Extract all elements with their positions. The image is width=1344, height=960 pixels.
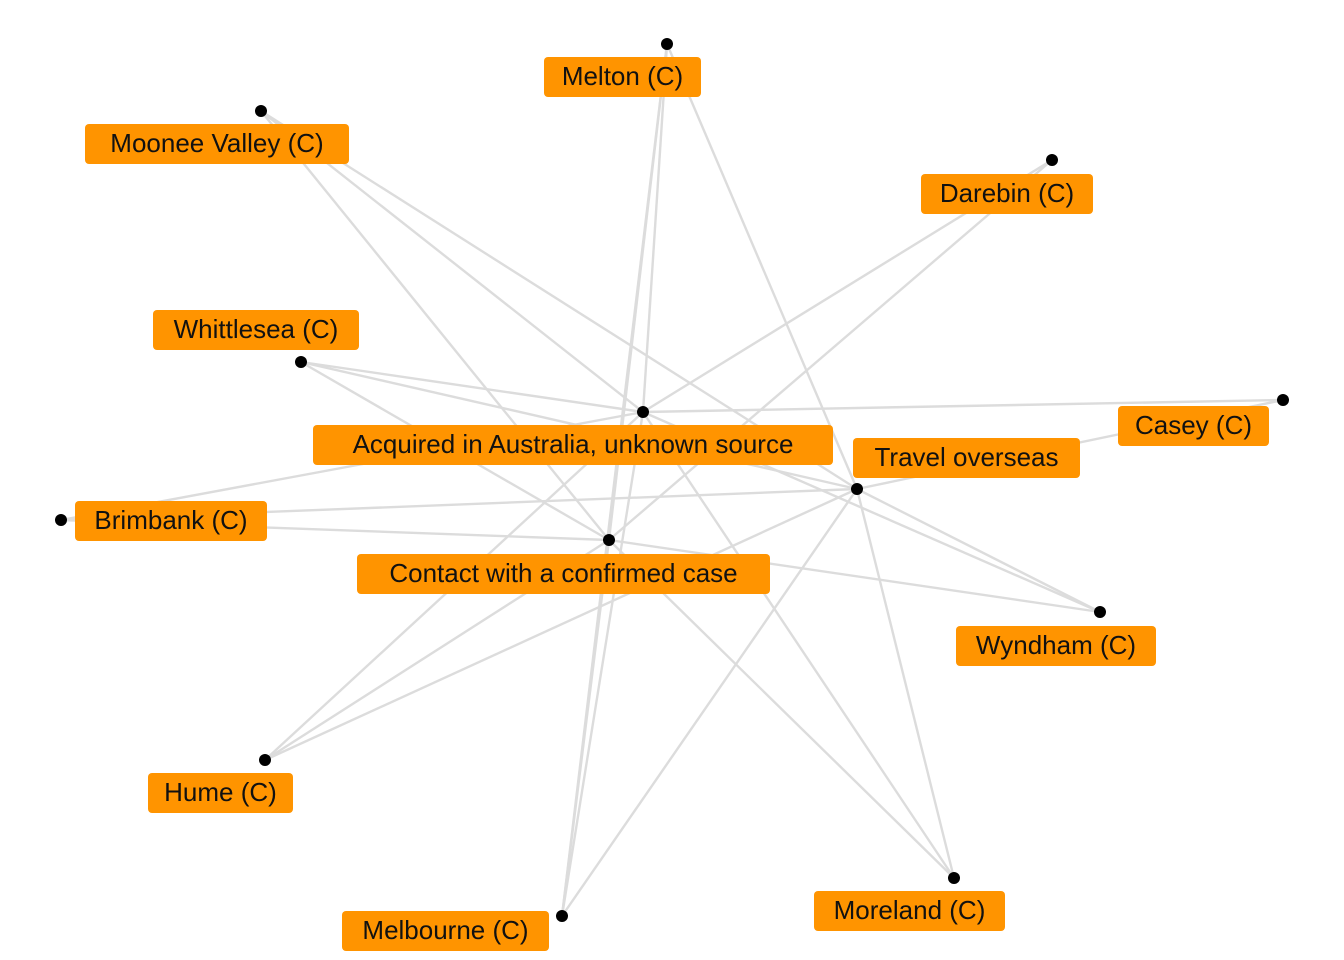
- label-moreland: Moreland (C): [814, 891, 1005, 931]
- label-text-contact: Contact with a confirmed case: [389, 558, 737, 588]
- edge-casey-acquired: [642, 398, 1284, 414]
- label-whittlesea: Whittlesea (C): [153, 310, 359, 350]
- label-acquired: Acquired in Australia, unknown source: [313, 425, 833, 465]
- label-box-wyndham: [956, 626, 1156, 666]
- label-text-whittlesea: Whittlesea (C): [174, 314, 339, 344]
- label-box-melbourne: [342, 911, 549, 951]
- node-darebin: [1046, 154, 1058, 166]
- label-melton: Melton (C): [544, 57, 701, 97]
- label-text-brimbank: Brimbank (C): [94, 505, 247, 535]
- node-melbourne: [556, 910, 568, 922]
- label-moonee_valley: Moonee Valley (C): [85, 124, 349, 164]
- label-text-melbourne: Melbourne (C): [362, 915, 528, 945]
- node-whittlesea: [295, 356, 307, 368]
- label-box-melton: [544, 57, 701, 97]
- node-brimbank: [55, 514, 67, 526]
- label-box-casey: [1118, 406, 1269, 446]
- edge-wyndham-contact: [608, 538, 1101, 614]
- edge-melbourne-contact: [560, 539, 611, 917]
- label-box-whittlesea: [153, 310, 359, 350]
- label-contact: Contact with a confirmed case: [357, 554, 770, 594]
- edge-melbourne-acquired: [560, 411, 645, 917]
- edge-wyndham-travel: [856, 487, 1101, 614]
- node-wyndham: [1094, 606, 1106, 618]
- node-moreland: [948, 872, 960, 884]
- node-melton: [661, 38, 673, 50]
- label-box-travel: [853, 438, 1080, 478]
- node-acquired: [637, 406, 649, 418]
- edge-melbourne-travel: [561, 488, 858, 917]
- label-text-melton: Melton (C): [562, 61, 683, 91]
- label-text-travel: Travel overseas: [875, 442, 1059, 472]
- label-box-hume: [148, 773, 293, 813]
- edge-hume-travel: [264, 487, 858, 762]
- edge-melton-acquired: [641, 43, 669, 413]
- label-text-wyndham: Wyndham (C): [976, 630, 1136, 660]
- edge-moonee_valley-contact: [260, 110, 610, 541]
- label-box-contact: [357, 554, 770, 594]
- node-casey: [1277, 394, 1289, 406]
- edge-moreland-travel: [855, 488, 956, 879]
- label-wyndham: Wyndham (C): [956, 626, 1156, 666]
- node-hume: [259, 754, 271, 766]
- label-text-hume: Hume (C): [164, 777, 277, 807]
- label-box-acquired: [313, 425, 833, 465]
- label-text-moonee_valley: Moonee Valley (C): [110, 128, 323, 158]
- label-box-darebin: [921, 174, 1093, 214]
- label-darebin: Darebin (C): [921, 174, 1093, 214]
- label-brimbank: Brimbank (C): [75, 501, 267, 541]
- label-casey: Casey (C): [1118, 406, 1269, 446]
- nodes-layer: [55, 38, 1289, 922]
- label-text-acquired: Acquired in Australia, unknown source: [353, 429, 794, 459]
- node-contact: [603, 534, 615, 546]
- edge-darebin-contact: [608, 159, 1053, 541]
- label-text-darebin: Darebin (C): [940, 178, 1074, 208]
- label-hume: Hume (C): [148, 773, 293, 813]
- label-melbourne: Melbourne (C): [342, 911, 549, 951]
- label-box-brimbank: [75, 501, 267, 541]
- edge-whittlesea-acquired: [300, 360, 644, 414]
- edge-melton-travel: [665, 43, 859, 490]
- labels-layer: Melton (C) Moonee Valley (C) Darebin (C) Wh…: [75, 57, 1269, 951]
- label-travel: Travel overseas: [853, 438, 1080, 478]
- edge-moreland-acquired: [642, 411, 955, 879]
- label-text-moreland: Moreland (C): [834, 895, 986, 925]
- label-box-moreland: [814, 891, 1005, 931]
- edge-moreland-contact: [608, 539, 955, 879]
- node-moonee_valley: [255, 105, 267, 117]
- label-text-casey: Casey (C): [1135, 410, 1252, 440]
- label-box-moonee_valley: [85, 124, 349, 164]
- node-travel: [851, 483, 863, 495]
